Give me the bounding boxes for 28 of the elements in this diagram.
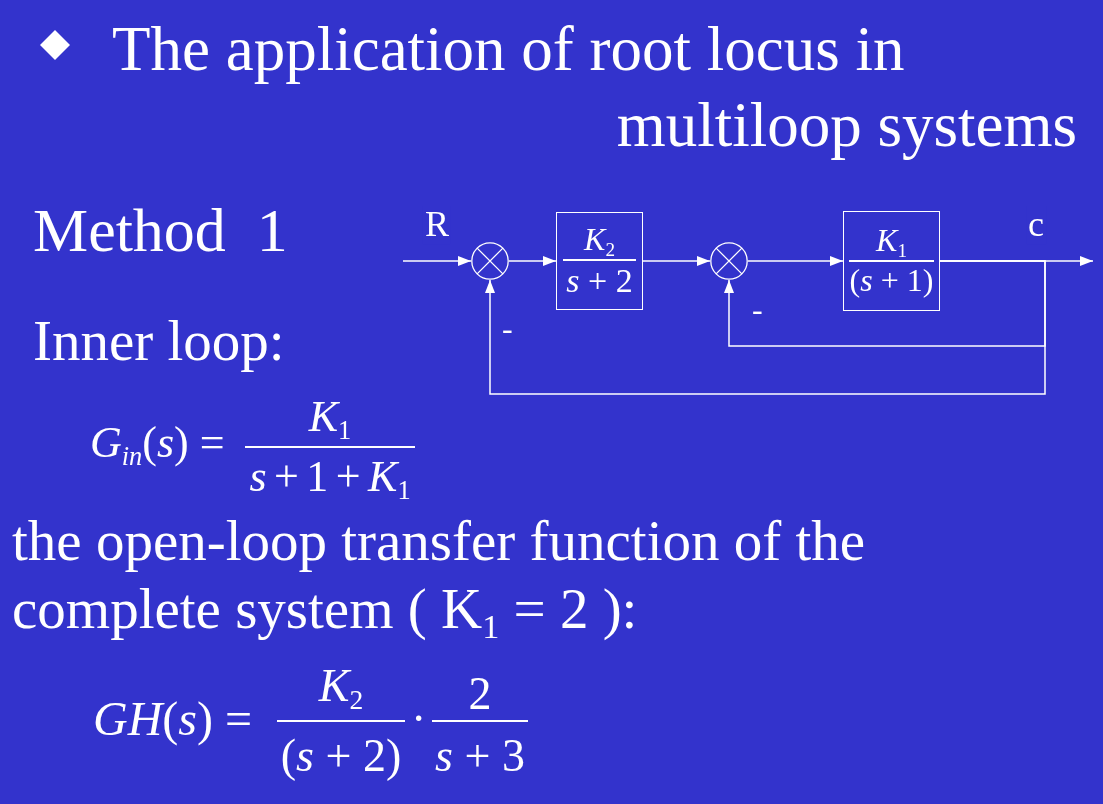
slide-title: The application of root locus in multiloop systems <box>112 13 1077 162</box>
fraction-numerator: K$_{1}$ <box>307 392 353 443</box>
minus-sign: - <box>752 291 763 328</box>
block-denominator: (s + 1) <box>849 264 934 298</box>
fraction-numerator: 2 <box>467 668 493 721</box>
fraction-denominator: s + 1 + K$_{1}$ <box>248 452 412 503</box>
fraction-denominator: s + 3 <box>434 730 526 783</box>
equation-left-side: GH(s) = <box>93 691 253 747</box>
transfer-function-block <box>556 212 643 310</box>
section-heading: Method 1 <box>33 195 288 266</box>
fraction-denominator: (s + 2) <box>279 730 403 783</box>
multiplication-dot: · <box>411 693 427 746</box>
minus-sign: - <box>502 310 513 347</box>
body-text: the open-loop transfer function of the complete system ( K$_{1}$ = 2 ): <box>12 508 867 643</box>
transfer-function-block <box>843 211 940 311</box>
signal-arrow <box>747 256 844 266</box>
summing-junction <box>471 242 509 280</box>
block-numerator: K$_{2}$ <box>584 223 615 257</box>
subheading: Inner loop: <box>33 308 285 374</box>
signal-arrow <box>642 256 711 266</box>
feedback-arrow <box>485 260 1046 395</box>
signal-arrow <box>508 256 557 266</box>
fraction-numerator: K$_{2}$ <box>317 660 365 713</box>
equation-left-side: G$_{in}$(s) = <box>90 418 225 469</box>
signal-arrow <box>402 256 472 266</box>
block-numerator: K$_{1}$ <box>876 224 907 258</box>
block-denominator: s + 2 <box>566 262 633 299</box>
summing-junction <box>710 242 748 280</box>
